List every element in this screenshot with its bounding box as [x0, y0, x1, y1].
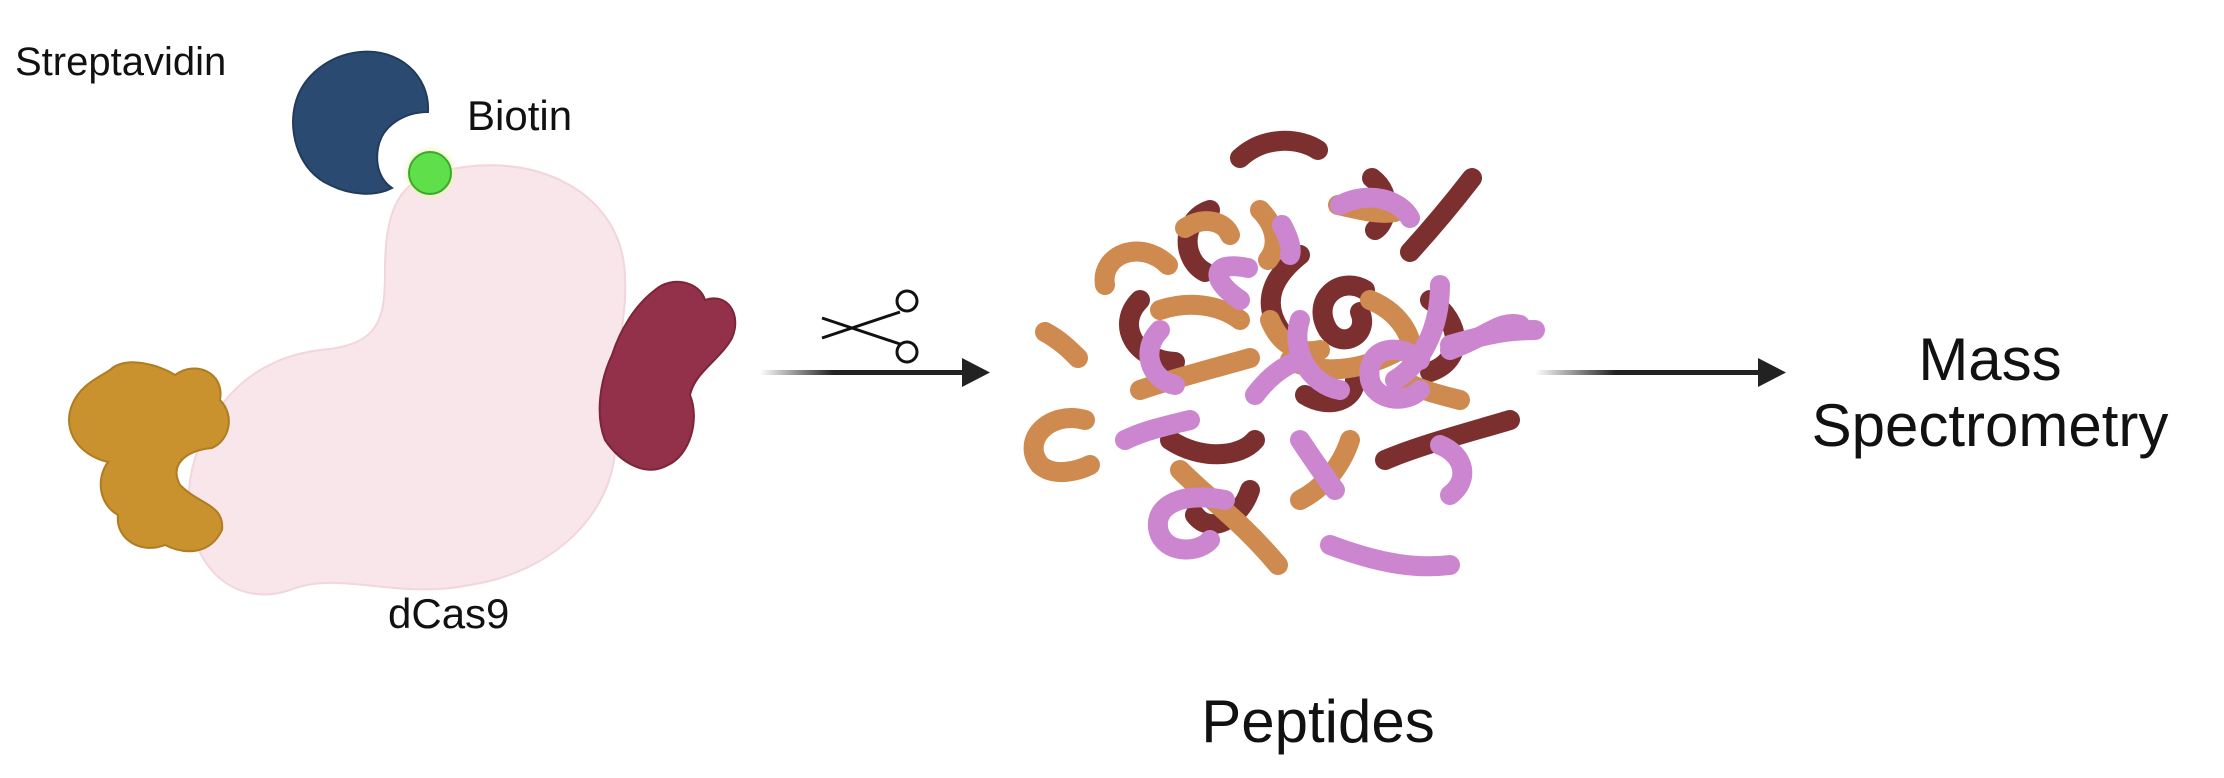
dcas9-complex — [68, 50, 737, 596]
dcas9-label: dCas9 — [388, 590, 509, 637]
analysis-arrow — [1535, 358, 1786, 387]
digestion-arrow — [760, 358, 990, 387]
mass-spectrometry-label-line2: Spectrometry — [1812, 392, 2169, 459]
biotin-dot — [408, 151, 452, 195]
peptides-label: Peptides — [1201, 688, 1435, 755]
biotin-label: Biotin — [467, 92, 572, 139]
dcas9-protein — [187, 164, 627, 596]
gold-protein — [68, 361, 230, 553]
mass-spectrometry-label-line1: Mass — [1918, 326, 2061, 393]
streptavidin-label: Streptavidin — [15, 40, 226, 84]
scissors-icon — [821, 289, 919, 364]
maroon-protein — [598, 280, 737, 471]
peptides-cluster — [1023, 130, 1545, 577]
streptavidin-protein — [292, 50, 430, 195]
